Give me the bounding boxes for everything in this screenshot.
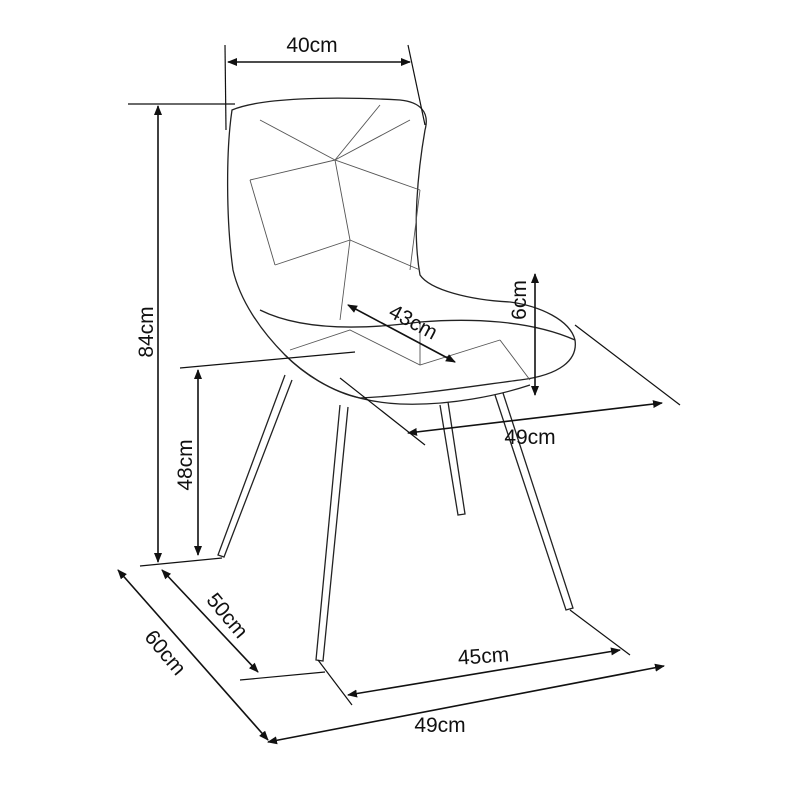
dimension-lines (117, 44, 681, 745)
chair-backrest (226, 97, 576, 399)
label-seat-width: 49cm (504, 426, 555, 449)
dim-seat-width (407, 400, 663, 436)
dim-total-depth (117, 569, 269, 741)
label-total-height: 84cm (135, 306, 158, 357)
dim-seat-depth (347, 304, 456, 363)
tufting-lines (249, 104, 531, 381)
label-total-depth: 60cm (140, 626, 191, 680)
dim-total-width (267, 663, 665, 745)
label-seat-depth: 43cm (385, 300, 441, 344)
label-seat-thickness: 6cm (508, 280, 531, 320)
chair-seat-edge (284, 354, 531, 405)
label-total-width: 49cm (414, 714, 465, 737)
label-seat-height: 48cm (174, 439, 197, 490)
chair-drawing (217, 97, 576, 662)
label-leg-width: 45cm (457, 643, 510, 670)
label-backrest-width: 40cm (286, 34, 337, 57)
chair-legs (217, 374, 574, 662)
label-leg-depth: 50cm (202, 589, 253, 643)
